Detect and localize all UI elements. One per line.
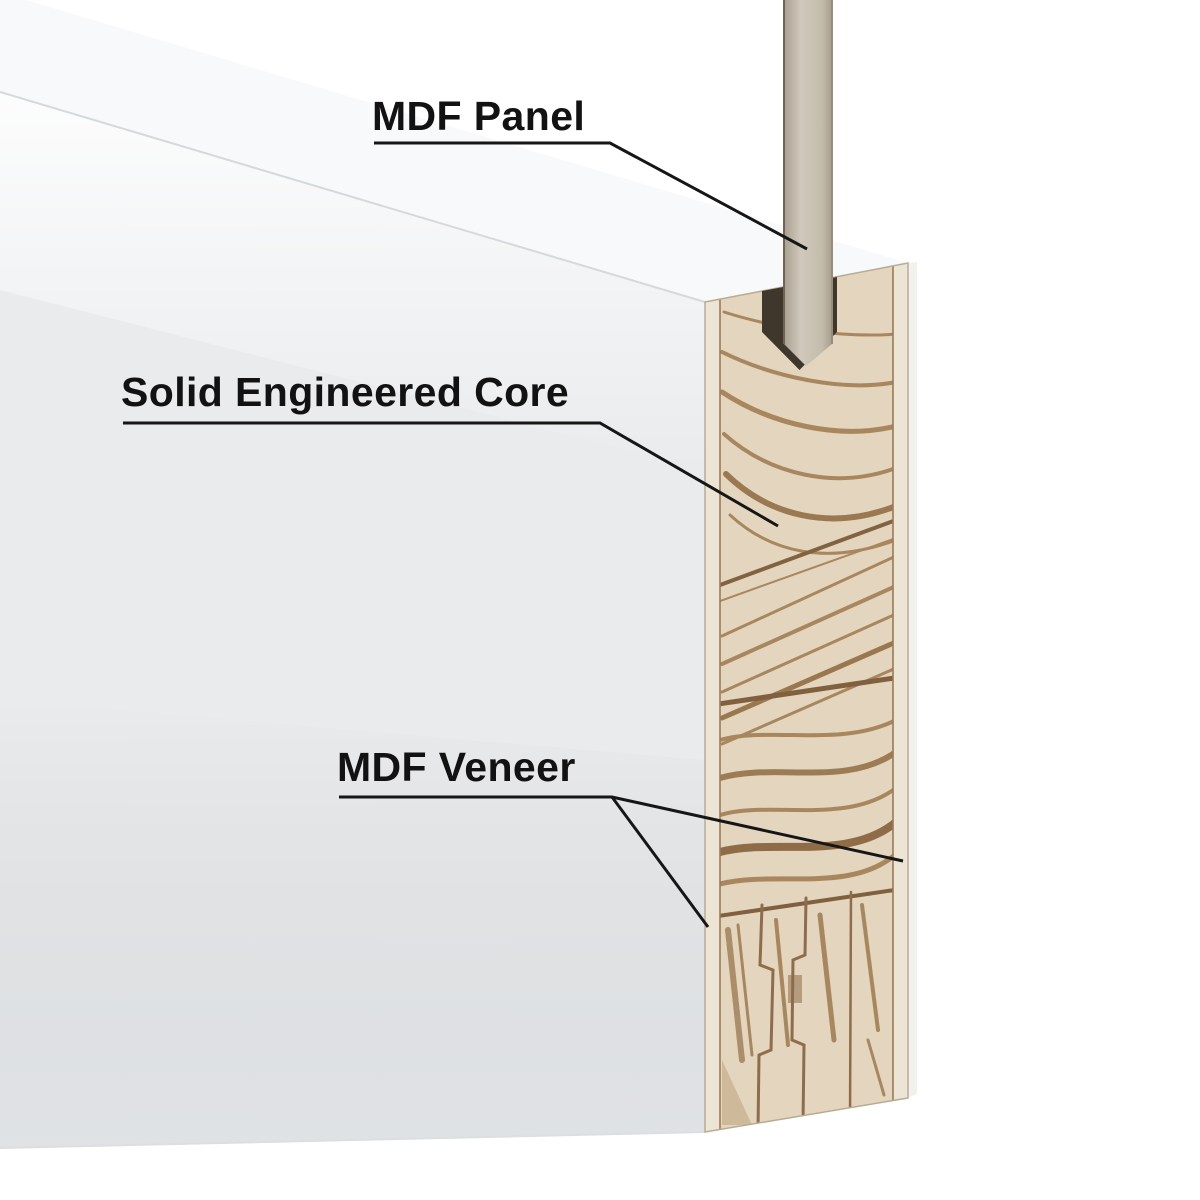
mdf-panel-leader-line [374, 141, 808, 251]
mdf-veneer-label: MDF Veneer [337, 744, 576, 790]
mdf-panel-label: MDF Panel [372, 93, 586, 139]
door-top-surface [0, 0, 908, 302]
right-painted-edge [908, 262, 917, 1098]
cross-section-outline [704, 262, 909, 1133]
door-face-lower-shade [0, 700, 705, 1148]
wood-grain-texture [720, 310, 893, 1130]
door-face-sheen [0, 92, 705, 470]
leader-lines [123, 141, 904, 928]
solid-engineered-core-label: Solid Engineered Core [121, 369, 570, 415]
door-top-front-edge [0, 91, 706, 303]
cross-section [704, 262, 917, 1133]
door-bottom-front-edge [0, 1131, 706, 1149]
wood-core-base [705, 263, 908, 1132]
right-veneer-strip [893, 263, 908, 1100]
veneer-leader-line-left [610, 796, 710, 928]
core-leader-line [123, 421, 779, 528]
left-veneer-strip [705, 299, 720, 1132]
mdf-panel-board [783, 0, 833, 366]
